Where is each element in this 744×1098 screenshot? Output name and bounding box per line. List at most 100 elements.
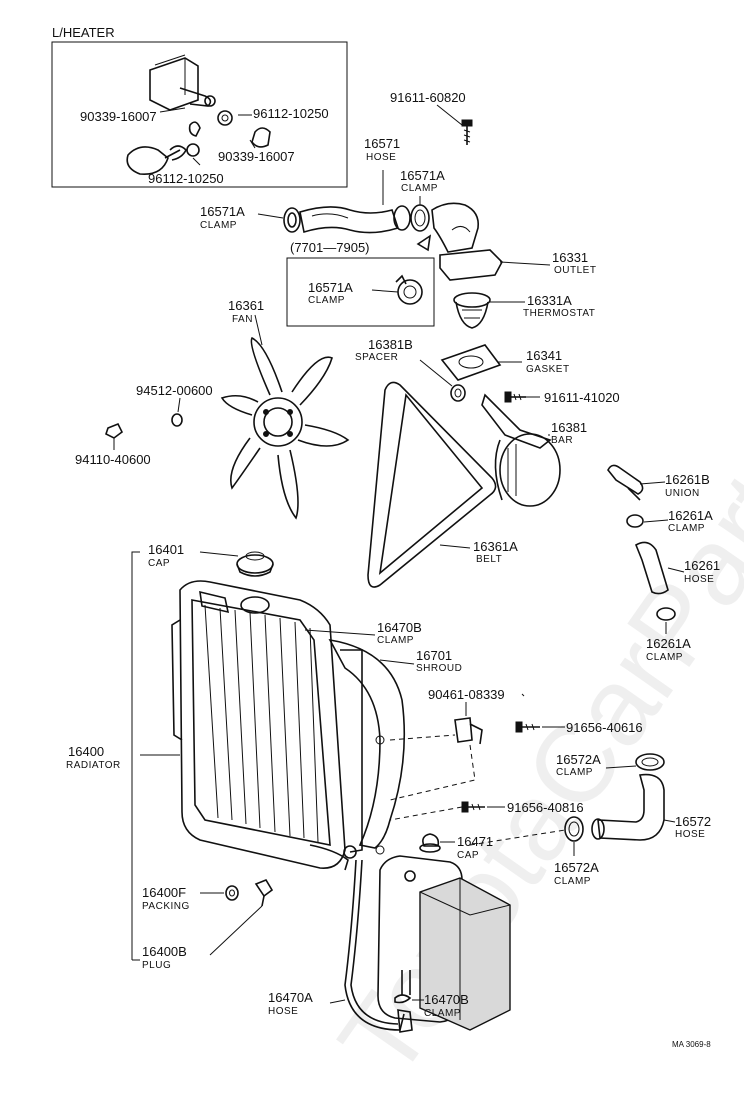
svg-text:CLAMP: CLAMP — [401, 183, 438, 194]
bolt-91656-40816 — [389, 801, 505, 821]
clamp-16572A-top — [605, 753, 665, 771]
svg-text:91656-40616: 91656-40616 — [566, 720, 643, 735]
svg-text:16471: 16471 — [457, 834, 493, 849]
svg-text:CLAMP: CLAMP — [556, 767, 593, 778]
bracket-90461-08339 — [389, 693, 525, 801]
svg-text:HOSE: HOSE — [268, 1006, 298, 1017]
inset-clamp-range: (7701—7905) — [286, 240, 435, 327]
spacer-16381B — [419, 359, 466, 402]
belt-16361A — [367, 381, 497, 588]
callout-16401: 16401 CAP — [148, 542, 184, 569]
svg-text:CLAMP: CLAMP — [424, 1008, 461, 1019]
clamp-16572A-bot — [564, 816, 584, 856]
radiator-cap-16401 — [199, 551, 274, 577]
callout-16341: 16341 GASKET — [526, 348, 570, 375]
callout-16471: 16471 CAP — [457, 834, 493, 861]
callout-16331A: 16331A THERMOSTAT — [523, 293, 595, 319]
svg-text:THERMOSTAT: THERMOSTAT — [523, 308, 595, 319]
svg-text:16571A: 16571A — [400, 168, 445, 183]
nut-94512-00600 — [171, 397, 183, 427]
svg-text:CLAMP: CLAMP — [668, 523, 705, 534]
callout-16701: 16701 SHROUD — [416, 648, 462, 674]
clamp-16470B-top — [304, 629, 376, 636]
svg-text:16261A: 16261A — [668, 508, 713, 523]
svg-text:16470B: 16470B — [377, 620, 422, 635]
svg-text:16571: 16571 — [364, 136, 400, 151]
radiator-16400 — [140, 580, 357, 871]
clamp-16470B-bot — [394, 994, 424, 1004]
svg-text:CLAMP: CLAMP — [554, 876, 591, 887]
clamp-16261A-bot — [656, 607, 676, 634]
bolt-91611-41020 — [504, 391, 540, 403]
svg-text:CLAMP: CLAMP — [646, 652, 683, 663]
svg-text:16571A: 16571A — [308, 280, 353, 295]
bolt-91611-60820 — [436, 104, 473, 145]
gasket-16341 — [440, 344, 522, 381]
svg-text:RADIATOR: RADIATOR — [66, 760, 121, 771]
clamp-16571A-top — [410, 196, 432, 252]
callout-16261B: 16261B UNION — [665, 472, 710, 499]
svg-text:91656-40816: 91656-40816 — [507, 800, 584, 815]
svg-text:HOSE: HOSE — [684, 574, 714, 585]
callout-16381: 16381 BAR — [551, 420, 587, 446]
svg-text:CAP: CAP — [148, 558, 170, 569]
svg-text:94110-40600: 94110-40600 — [75, 452, 151, 467]
svg-text:16470B: 16470B — [424, 992, 469, 1007]
reference-code: MA 3069-8 — [672, 1040, 711, 1049]
thermostat-16331A — [453, 292, 525, 329]
union-16261B — [607, 464, 666, 501]
clamp-16261A-top — [626, 514, 669, 528]
plug-16400B — [209, 879, 274, 956]
callout-16381B: 16381B SPACER — [355, 337, 413, 363]
bracket-lines — [131, 551, 140, 961]
svg-text:16571A: 16571A — [200, 204, 245, 219]
watermark: ToyotaCarPart.ru — [316, 347, 744, 1098]
callout-16572A-top: 16572A CLAMP — [556, 752, 601, 778]
callout-16571A-top: 16571A CLAMP — [400, 168, 445, 194]
svg-text:PLUG: PLUG — [142, 960, 171, 971]
callout-16361: 16361 FAN — [228, 298, 264, 325]
svg-text:16341: 16341 — [526, 348, 562, 363]
fan-16361 — [220, 314, 350, 520]
callout-16470B-bot: 16470B CLAMP — [424, 992, 469, 1019]
callout-16571: 16571 HOSE — [364, 136, 400, 163]
svg-text:91611-60820: 91611-60820 — [390, 90, 466, 105]
svg-text:FAN: FAN — [232, 314, 253, 325]
callout-16400: 16400 RADIATOR — [66, 744, 121, 771]
nut-94110-40600 — [105, 422, 124, 450]
callout-16571A-inset: 16571A CLAMP — [308, 280, 353, 306]
svg-text:16572: 16572 — [675, 814, 711, 829]
callout-91656b: 91656-40816 — [507, 800, 584, 815]
svg-text:HOSE: HOSE — [675, 829, 705, 840]
svg-text:16331A: 16331A — [527, 293, 572, 308]
svg-text:CAP: CAP — [457, 850, 479, 861]
callout-94512: 94512-00600 — [136, 383, 213, 398]
svg-text:16261B: 16261B — [665, 472, 710, 487]
callout-91611a: 91611-60820 — [390, 90, 466, 105]
shroud-16701 — [328, 638, 415, 855]
callout-90339b: 90339-16007 — [218, 149, 295, 164]
callout-16572: 16572 HOSE — [675, 814, 711, 840]
callout-16261A-bot: 16261A CLAMP — [646, 636, 691, 663]
callout-16572A-bot: 16572A CLAMP — [554, 860, 599, 887]
svg-text:16400B: 16400B — [142, 944, 187, 959]
callout-90339a: 90339-16007 — [80, 109, 157, 124]
svg-text:BELT: BELT — [476, 554, 502, 565]
callout-94110: 94110-40600 — [75, 452, 151, 467]
svg-text:HOSE: HOSE — [366, 152, 396, 163]
svg-text:96112-10250: 96112-10250 — [148, 171, 224, 186]
callout-96112a: 96112-10250 — [253, 106, 329, 121]
svg-text:16401: 16401 — [148, 542, 184, 557]
svg-text:90461-08339: 90461-08339 — [428, 687, 505, 702]
callout-16571A-left: 16571A CLAMP — [200, 204, 245, 231]
svg-text:GASKET: GASKET — [526, 364, 570, 375]
callout-16470A: 16470A HOSE — [268, 990, 313, 1017]
callout-16470B-top: 16470B CLAMP — [377, 620, 422, 646]
svg-text:16400F: 16400F — [142, 885, 186, 900]
upper-hose-16571 — [283, 170, 411, 234]
svg-text:SHROUD: SHROUD — [416, 663, 462, 674]
svg-text:16701: 16701 — [416, 648, 452, 663]
svg-text:16361: 16361 — [228, 298, 264, 313]
svg-text:UNION: UNION — [665, 488, 700, 499]
svg-text:16572A: 16572A — [556, 752, 601, 767]
